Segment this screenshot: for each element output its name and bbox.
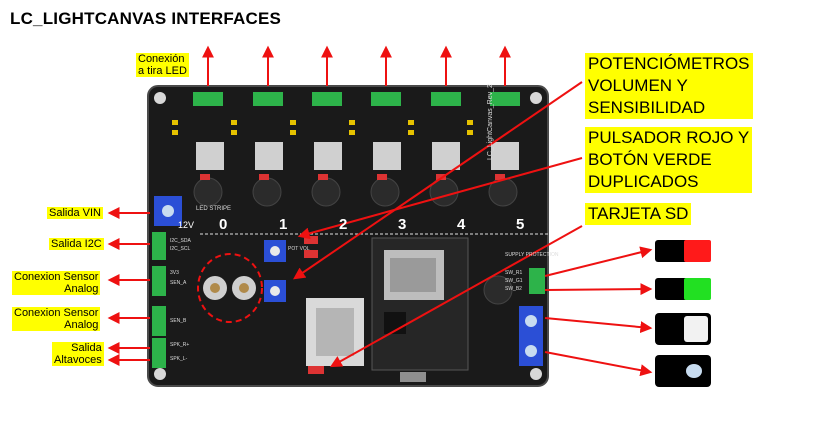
label-sd-card: TARJETA SD [585,203,691,225]
silk-board-name: LC_LightCanvas_Rev_2 [487,84,494,160]
label-potentiometers: POTENCIÓMETROS VOLUMEN Y SENSIBILIDAD [585,53,753,119]
label-speakers: Salida Altavoces [52,342,104,366]
silk-supply: SUPPLY PROTECTION [505,252,558,258]
sensor1-connector [152,266,166,296]
silk-sen-b: SEN_B [170,318,186,324]
label-vin-out: Salida VIN [47,207,103,219]
channel-number-3: 3 [398,216,406,233]
label-sensor1: Conexion Sensor Analog [12,271,100,295]
speaker-connector [152,338,166,368]
silk-spk-p: SPK_R+ [170,342,189,348]
mount-hole [530,368,542,380]
label-sensor2: Conexion Sensor Analog [12,307,100,331]
channel-number-2: 2 [339,216,347,233]
mount-hole [530,92,542,104]
led-arrows [208,48,505,86]
left-arrows [110,213,150,360]
silk-pot-vol: POT VOL [288,246,310,252]
button-arrows [545,250,650,372]
silk-sw-b2: SW_B2 [505,286,522,292]
mount-hole [154,92,166,104]
switch-connector [529,268,545,294]
round-button-icon [655,355,711,387]
silk-led-stripe: LED STRIPE [196,206,231,212]
white-switch-icon [655,313,711,345]
channel-number-5: 5 [516,216,524,233]
label-led-connection: Conexión a tira LED [136,53,189,77]
sensor2-connector [152,306,166,336]
silk-sw-r1: SW_R1 [505,270,522,276]
channel-number-0: 0 [219,216,227,233]
silk-voltage: 12V [178,220,194,230]
red-button-icon [655,240,711,262]
channel-number-1: 1 [279,216,287,233]
silk-i2c-sda: I2C_SDA [170,238,191,244]
label-i2c-out: Salida I2C [49,238,104,250]
silk-i2c-scl: I2C_SCL [170,246,190,252]
i2c-connector [152,232,166,260]
silk-3v3: 3V3 [170,270,179,276]
channel-number-4: 4 [457,216,465,233]
mount-hole [154,368,166,380]
silk-sw-g1: SW_G1 [505,278,523,284]
silk-sen-a: SEN_A [170,280,186,286]
silk-spk-n: SPK_L- [170,356,187,362]
green-button-icon [655,278,711,300]
label-buttons: PULSADOR ROJO Y BOTÓN VERDE DUPLICADOS [585,127,752,193]
